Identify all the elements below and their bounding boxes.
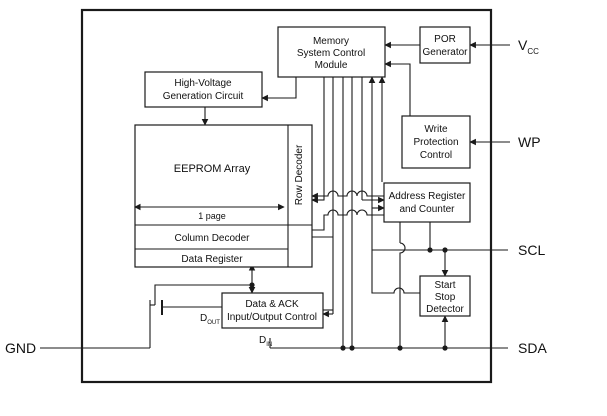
vcc-main: V — [518, 37, 528, 53]
svg-text:DOUT: DOUT — [200, 313, 220, 326]
high-voltage-block: High-Voltage Generation Circuit — [144, 71, 263, 108]
ssd-line-1: Start — [434, 280, 455, 291]
dout-label: DOUT — [200, 313, 220, 326]
por-line-2: Generator — [422, 47, 468, 58]
write-protection-block: Write Protection Control — [401, 115, 471, 169]
din-label: DIN — [259, 335, 272, 348]
dout-main: D — [200, 313, 207, 324]
wp-line-3: Control — [420, 150, 452, 161]
por-line-1: POR — [434, 34, 456, 45]
data-register-label: Data Register — [181, 254, 243, 265]
wp-line-1: Write — [424, 124, 448, 135]
row-decoder-label: Row Decoder — [294, 144, 305, 205]
din-main: D — [259, 335, 266, 346]
vcc-sub: CC — [527, 47, 539, 56]
eeprom-array-label: EEPROM Array — [174, 163, 251, 175]
ssd-line-2: Stop — [435, 292, 456, 303]
svg-text:VCC: VCC — [518, 37, 539, 56]
dack-line-1: Data & ACK — [245, 299, 299, 310]
chip-outline — [80, 8, 493, 384]
dout-sub: OUT — [207, 320, 220, 326]
mscm-line-2: System Control — [297, 48, 365, 59]
wp-line-2: Protection — [413, 137, 458, 148]
hv-line-2: Generation Circuit — [163, 91, 244, 102]
column-decoder-label: Column Decoder — [174, 233, 250, 244]
junction-dots — [249, 247, 448, 351]
address-register-block: Address Register and Counter — [383, 182, 471, 223]
data-ack-block: Data & ACK Input/Output Control — [221, 292, 324, 329]
svg-text:DIN: DIN — [259, 335, 272, 348]
dack-line-2: Input/Output Control — [227, 312, 317, 323]
mscm-line-3: Module — [315, 60, 348, 71]
hv-line-1: High-Voltage — [174, 78, 232, 89]
start-stop-detector-block: Start Stop Detector — [419, 275, 471, 317]
pin-scl: SCL — [518, 242, 545, 258]
addr-line-1: Address Register — [389, 191, 466, 202]
din-sub: IN — [266, 342, 272, 348]
wires — [40, 41, 510, 349]
pin-sda: SDA — [518, 340, 547, 356]
eeprom-array-block: EEPROM Array 1 page Row Decoder Column D… — [134, 124, 313, 268]
pin-wp: WP — [518, 134, 541, 150]
mscm-line-1: Memory — [313, 36, 349, 47]
pin-vcc: VCC — [518, 37, 539, 56]
addr-line-2: and Counter — [399, 204, 455, 215]
memory-system-control-block: Memory System Control Module — [277, 26, 386, 78]
ssd-line-3: Detector — [426, 304, 464, 315]
page-label: 1 page — [198, 211, 226, 221]
pin-gnd: GND — [5, 340, 36, 356]
por-generator-block: POR Generator — [419, 26, 471, 64]
